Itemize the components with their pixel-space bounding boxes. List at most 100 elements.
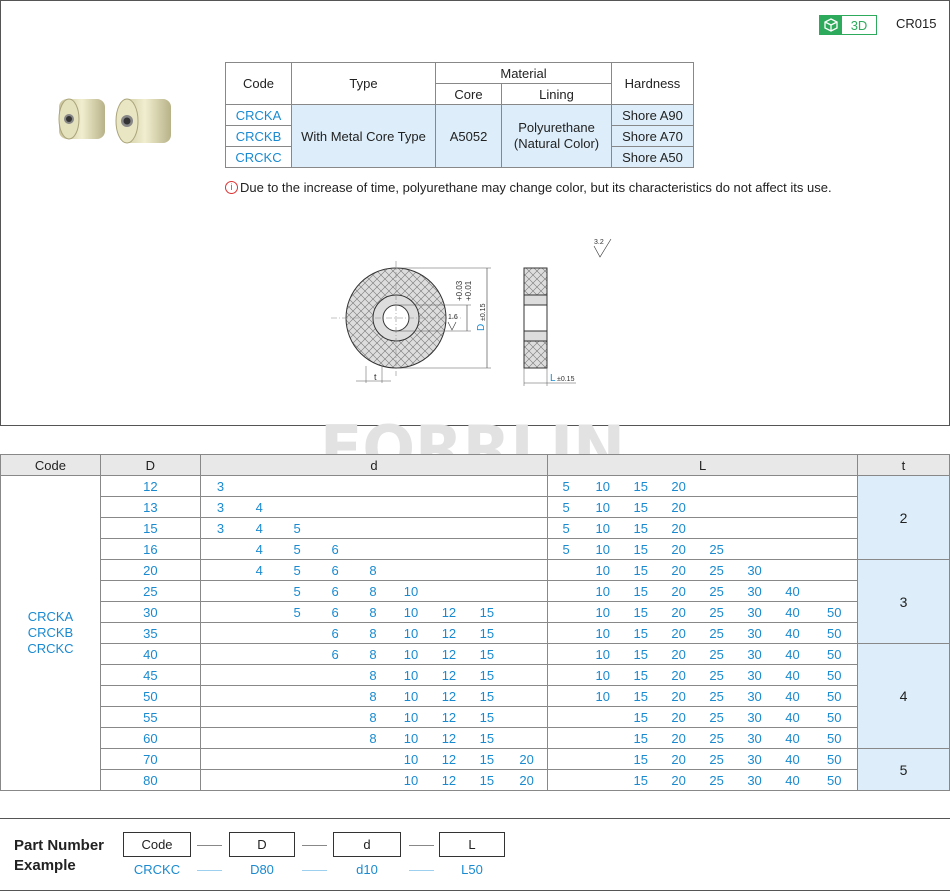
L-value[interactable]: 25 — [697, 601, 736, 623]
d-value[interactable]: 12 — [429, 664, 468, 686]
D-value[interactable]: 80 — [99, 769, 201, 791]
L-value[interactable]: 25 — [697, 748, 736, 770]
code-label[interactable]: CRCKC — [27, 641, 74, 656]
d-value[interactable]: 10 — [392, 664, 430, 686]
d-value[interactable]: 10 — [392, 685, 430, 707]
d-value[interactable]: 12 — [429, 727, 468, 749]
L-value[interactable]: 40 — [773, 643, 812, 665]
d-value[interactable]: 15 — [467, 664, 506, 686]
L-value[interactable]: 25 — [697, 622, 736, 644]
L-value[interactable]: 10 — [583, 475, 622, 497]
d-value[interactable]: 15 — [467, 601, 506, 623]
d-value[interactable]: 8 — [354, 622, 393, 644]
spec-code[interactable]: CRCKC — [225, 146, 292, 168]
L-value[interactable]: 15 — [621, 622, 660, 644]
L-value[interactable]: 15 — [621, 517, 660, 539]
D-value[interactable]: 70 — [99, 748, 201, 770]
L-value[interactable]: 10 — [583, 601, 622, 623]
3d-model-button[interactable]: 3D — [819, 15, 877, 35]
L-value[interactable]: 20 — [659, 706, 698, 728]
L-value[interactable]: 5 — [547, 475, 584, 497]
D-value[interactable]: 50 — [99, 685, 201, 707]
L-value[interactable]: 15 — [621, 538, 660, 560]
spec-code[interactable]: CRCKA — [225, 104, 292, 126]
L-value[interactable]: 40 — [773, 580, 812, 602]
L-value[interactable]: 40 — [773, 727, 812, 749]
L-value[interactable]: 25 — [697, 685, 736, 707]
d-value[interactable]: 10 — [392, 748, 430, 770]
L-value[interactable]: 15 — [621, 727, 660, 749]
L-value[interactable]: 15 — [621, 643, 660, 665]
L-value[interactable]: 50 — [811, 664, 858, 686]
L-value[interactable]: 10 — [583, 538, 622, 560]
spec-code[interactable]: CRCKB — [225, 125, 292, 147]
d-value[interactable]: 20 — [505, 748, 549, 770]
d-value[interactable]: 6 — [316, 538, 355, 560]
d-value[interactable]: 12 — [429, 748, 468, 770]
D-value[interactable]: 13 — [99, 496, 201, 518]
L-value[interactable]: 15 — [621, 559, 660, 581]
L-value[interactable]: 20 — [659, 748, 698, 770]
L-value[interactable]: 10 — [583, 559, 622, 581]
d-value[interactable]: 4 — [240, 538, 279, 560]
d-value[interactable]: 12 — [429, 601, 468, 623]
L-value[interactable]: 20 — [659, 664, 698, 686]
L-value[interactable]: 50 — [811, 706, 858, 728]
d-value[interactable]: 8 — [354, 685, 393, 707]
d-value[interactable]: 8 — [354, 664, 393, 686]
L-value[interactable]: 30 — [735, 601, 774, 623]
L-value[interactable]: 25 — [697, 769, 736, 791]
L-value[interactable]: 40 — [773, 706, 812, 728]
L-value[interactable]: 20 — [659, 622, 698, 644]
L-value[interactable]: 50 — [811, 748, 858, 770]
d-value[interactable]: 4 — [240, 496, 279, 518]
d-value[interactable]: 5 — [278, 601, 317, 623]
L-value[interactable]: 20 — [659, 769, 698, 791]
D-value[interactable]: 16 — [99, 538, 201, 560]
L-value[interactable]: 10 — [583, 664, 622, 686]
L-value[interactable]: 25 — [697, 580, 736, 602]
d-value[interactable]: 6 — [316, 643, 355, 665]
d-value[interactable]: 6 — [316, 601, 355, 623]
L-value[interactable]: 25 — [697, 706, 736, 728]
L-value[interactable]: 5 — [547, 538, 584, 560]
L-value[interactable]: 50 — [811, 769, 858, 791]
L-value[interactable]: 20 — [659, 538, 698, 560]
L-value[interactable]: 20 — [659, 559, 698, 581]
L-value[interactable]: 10 — [583, 580, 622, 602]
L-value[interactable]: 30 — [735, 769, 774, 791]
L-value[interactable]: 20 — [659, 517, 698, 539]
L-value[interactable]: 20 — [659, 601, 698, 623]
d-value[interactable]: 15 — [467, 685, 506, 707]
D-value[interactable]: 35 — [99, 622, 201, 644]
L-value[interactable]: 30 — [735, 685, 774, 707]
L-value[interactable]: 30 — [735, 622, 774, 644]
L-value[interactable]: 30 — [735, 664, 774, 686]
L-value[interactable]: 40 — [773, 685, 812, 707]
L-value[interactable]: 40 — [773, 601, 812, 623]
L-value[interactable]: 30 — [735, 748, 774, 770]
L-value[interactable]: 50 — [811, 643, 858, 665]
d-value[interactable]: 15 — [467, 643, 506, 665]
d-value[interactable]: 10 — [392, 601, 430, 623]
D-value[interactable]: 45 — [99, 664, 201, 686]
L-value[interactable]: 25 — [697, 538, 736, 560]
d-value[interactable]: 5 — [278, 517, 317, 539]
L-value[interactable]: 40 — [773, 769, 812, 791]
L-value[interactable]: 5 — [547, 496, 584, 518]
d-value[interactable]: 10 — [392, 727, 430, 749]
L-value[interactable]: 30 — [735, 559, 774, 581]
L-value[interactable]: 50 — [811, 622, 858, 644]
L-value[interactable]: 15 — [621, 496, 660, 518]
L-value[interactable]: 20 — [659, 475, 698, 497]
L-value[interactable]: 10 — [583, 496, 622, 518]
D-value[interactable]: 12 — [99, 475, 201, 497]
L-value[interactable]: 30 — [735, 727, 774, 749]
d-value[interactable]: 3 — [200, 496, 241, 518]
L-value[interactable]: 5 — [547, 517, 584, 539]
code-label[interactable]: CRCKB — [27, 625, 74, 640]
D-value[interactable]: 25 — [99, 580, 201, 602]
d-value[interactable]: 12 — [429, 769, 468, 791]
L-value[interactable]: 15 — [621, 475, 660, 497]
L-value[interactable]: 10 — [583, 517, 622, 539]
